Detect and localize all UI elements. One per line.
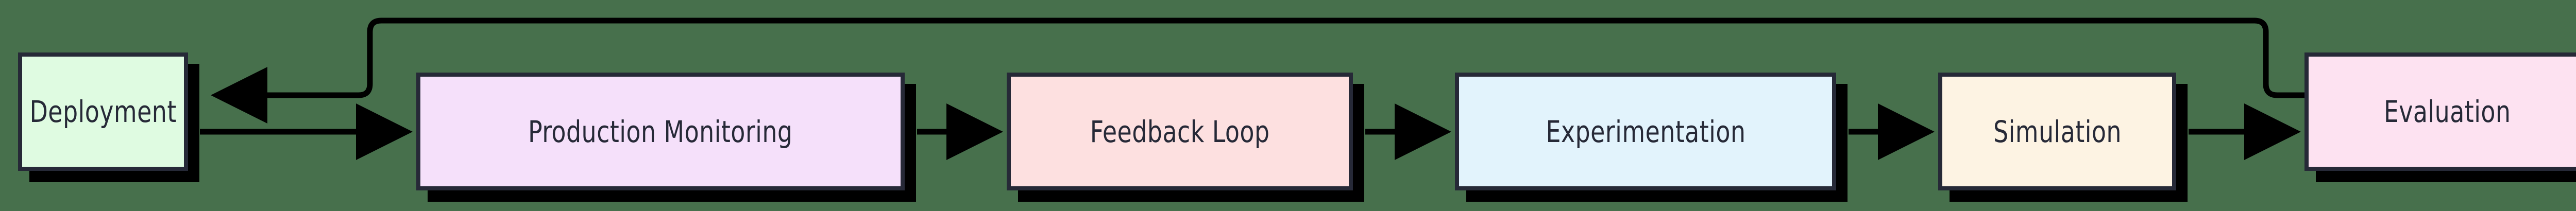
node-deployment[interactable]: Deployment [18,52,188,171]
edge-evaluation-deployment-feedback [211,17,2304,124]
node-evaluation[interactable]: Evaluation [2304,52,2576,171]
node-production-monitoring[interactable]: Production Monitoring [416,73,905,190]
node-simulation[interactable]: Simulation [1938,73,2176,190]
node-evaluation-label: Evaluation [2383,94,2511,129]
node-deployment-label: Deployment [29,94,177,129]
node-feedback-loop-label: Feedback Loop [1090,114,1270,149]
node-experimentation-label: Experimentation [1545,114,1745,149]
node-feedback-loop[interactable]: Feedback Loop [1007,73,1353,190]
node-simulation-label: Simulation [1993,114,2122,149]
node-experimentation[interactable]: Experimentation [1455,73,1836,190]
node-production-monitoring-label: Production Monitoring [528,114,793,149]
